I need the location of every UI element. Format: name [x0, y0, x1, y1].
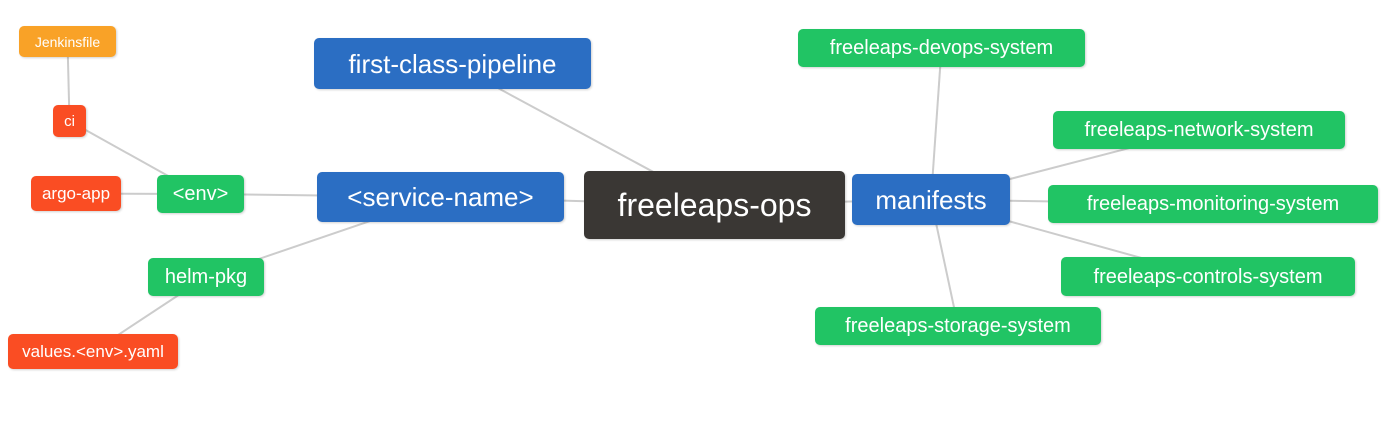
node-values-env-yaml[interactable]: values.<env>.yaml	[8, 334, 178, 369]
node-manifests[interactable]: manifests	[852, 174, 1010, 225]
node-env[interactable]: <env>	[157, 175, 244, 213]
node-jenkinsfile[interactable]: Jenkinsfile	[19, 26, 116, 57]
node-helm-pkg[interactable]: helm-pkg	[148, 258, 264, 296]
node-freeleaps-network-system[interactable]: freeleaps-network-system	[1053, 111, 1345, 149]
node-ci[interactable]: ci	[53, 105, 86, 137]
node-first-class-pipeline[interactable]: first-class-pipeline	[314, 38, 591, 89]
node-argo-app[interactable]: argo-app	[31, 176, 121, 211]
node-freeleaps-controls-system[interactable]: freeleaps-controls-system	[1061, 257, 1355, 296]
node-freeleaps-devops-system[interactable]: freeleaps-devops-system	[798, 29, 1085, 67]
node-service-name[interactable]: <service-name>	[317, 172, 564, 222]
node-freeleaps-ops[interactable]: freeleaps-ops	[584, 171, 845, 239]
node-freeleaps-monitoring-system[interactable]: freeleaps-monitoring-system	[1048, 185, 1378, 223]
node-freeleaps-storage-system[interactable]: freeleaps-storage-system	[815, 307, 1101, 345]
